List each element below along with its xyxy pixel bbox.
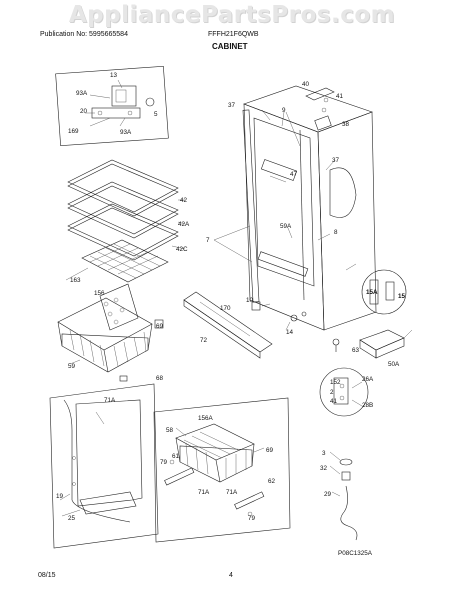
callout-5: 5 bbox=[154, 111, 158, 118]
callout-152: 152 bbox=[330, 379, 341, 386]
callout-79-left: 79 bbox=[160, 459, 168, 466]
callout-25: 25 bbox=[68, 515, 76, 522]
cabinet-body bbox=[213, 85, 377, 331]
callout-71a-wire-left: 71A bbox=[198, 489, 210, 496]
callout-59a: 59A bbox=[280, 223, 292, 230]
watermark-text: AppliancePartsPros.com bbox=[68, 2, 396, 28]
callout-79-bottom: 79 bbox=[248, 515, 256, 522]
page-number: 4 bbox=[229, 572, 233, 579]
callout-41-detail: 41 bbox=[330, 398, 338, 405]
callout-93a-top: 93A bbox=[76, 90, 88, 97]
callout-58: 58 bbox=[166, 427, 174, 434]
callout-156a: 156A bbox=[198, 415, 214, 422]
callout-156: 156 bbox=[94, 290, 105, 297]
callout-28b: 28B bbox=[362, 402, 373, 409]
callout-170: 170 bbox=[220, 305, 231, 312]
wire-shelf bbox=[65, 239, 169, 283]
callout-19: 19 bbox=[56, 493, 64, 500]
callout-14: 14 bbox=[286, 329, 294, 336]
callout-2: 2 bbox=[330, 389, 334, 396]
publication-number: Publication No: 5995665584 bbox=[40, 31, 128, 38]
callout-38: 38 bbox=[342, 121, 350, 128]
callout-50a: 50A bbox=[388, 361, 400, 368]
callout-47: 47 bbox=[290, 171, 298, 178]
callout-68: 68 bbox=[156, 375, 164, 382]
wire-basket-inset bbox=[153, 397, 291, 543]
callout-59: 59 bbox=[68, 363, 76, 370]
kick-plate bbox=[183, 291, 307, 359]
freezer-basket bbox=[57, 283, 164, 382]
callout-42: 42 bbox=[180, 197, 188, 204]
door-panel-inset bbox=[49, 383, 159, 549]
callout-9: 9 bbox=[282, 107, 286, 114]
callout-15: 15 bbox=[398, 293, 406, 300]
inset-light-assembly bbox=[55, 66, 169, 146]
callout-41: 41 bbox=[336, 93, 344, 100]
callout-42c: 42C bbox=[176, 246, 188, 253]
callout-63: 63 bbox=[352, 347, 360, 354]
callout-32: 32 bbox=[320, 465, 328, 472]
callout-29: 29 bbox=[324, 491, 332, 498]
plug-detail-callout bbox=[345, 263, 407, 315]
callout-20: 20 bbox=[80, 108, 88, 115]
callout-169: 169 bbox=[68, 128, 79, 135]
callout-62: 62 bbox=[268, 478, 276, 485]
callout-61: 61 bbox=[172, 453, 180, 460]
callout-37-right: 37 bbox=[332, 157, 340, 164]
callout-10: 10 bbox=[246, 297, 254, 304]
callout-37-top: 37 bbox=[228, 102, 236, 109]
callout-71a-panel: 71A bbox=[104, 397, 116, 404]
callout-72: 72 bbox=[200, 337, 208, 344]
callout-93a-bottom: 93A bbox=[120, 129, 132, 136]
footer-date: 08/15 bbox=[38, 572, 56, 579]
callout-69-wire: 69 bbox=[266, 447, 274, 454]
callout-13: 13 bbox=[110, 72, 118, 79]
hinge-detail-callout bbox=[319, 367, 369, 417]
section-title: CABINET bbox=[212, 42, 248, 51]
callout-15a: 15A bbox=[366, 289, 378, 296]
shelf-stack bbox=[67, 159, 186, 261]
model-number: FFFH21F6QWB bbox=[208, 31, 259, 38]
drain-assembly bbox=[329, 451, 358, 541]
control-box bbox=[332, 329, 413, 359]
callout-42a: 42A bbox=[178, 221, 190, 228]
callout-26a: 26A bbox=[362, 376, 374, 383]
callout-40: 40 bbox=[302, 81, 310, 88]
callout-69-basket: 69 bbox=[156, 323, 164, 330]
callout-8: 8 bbox=[334, 229, 338, 236]
callout-3: 3 bbox=[322, 450, 326, 457]
callout-71a-wire-right: 71A bbox=[226, 489, 238, 496]
diagram-code: P08C1325A bbox=[338, 550, 373, 557]
callout-163: 163 bbox=[70, 277, 81, 284]
callout-7: 7 bbox=[206, 237, 210, 244]
